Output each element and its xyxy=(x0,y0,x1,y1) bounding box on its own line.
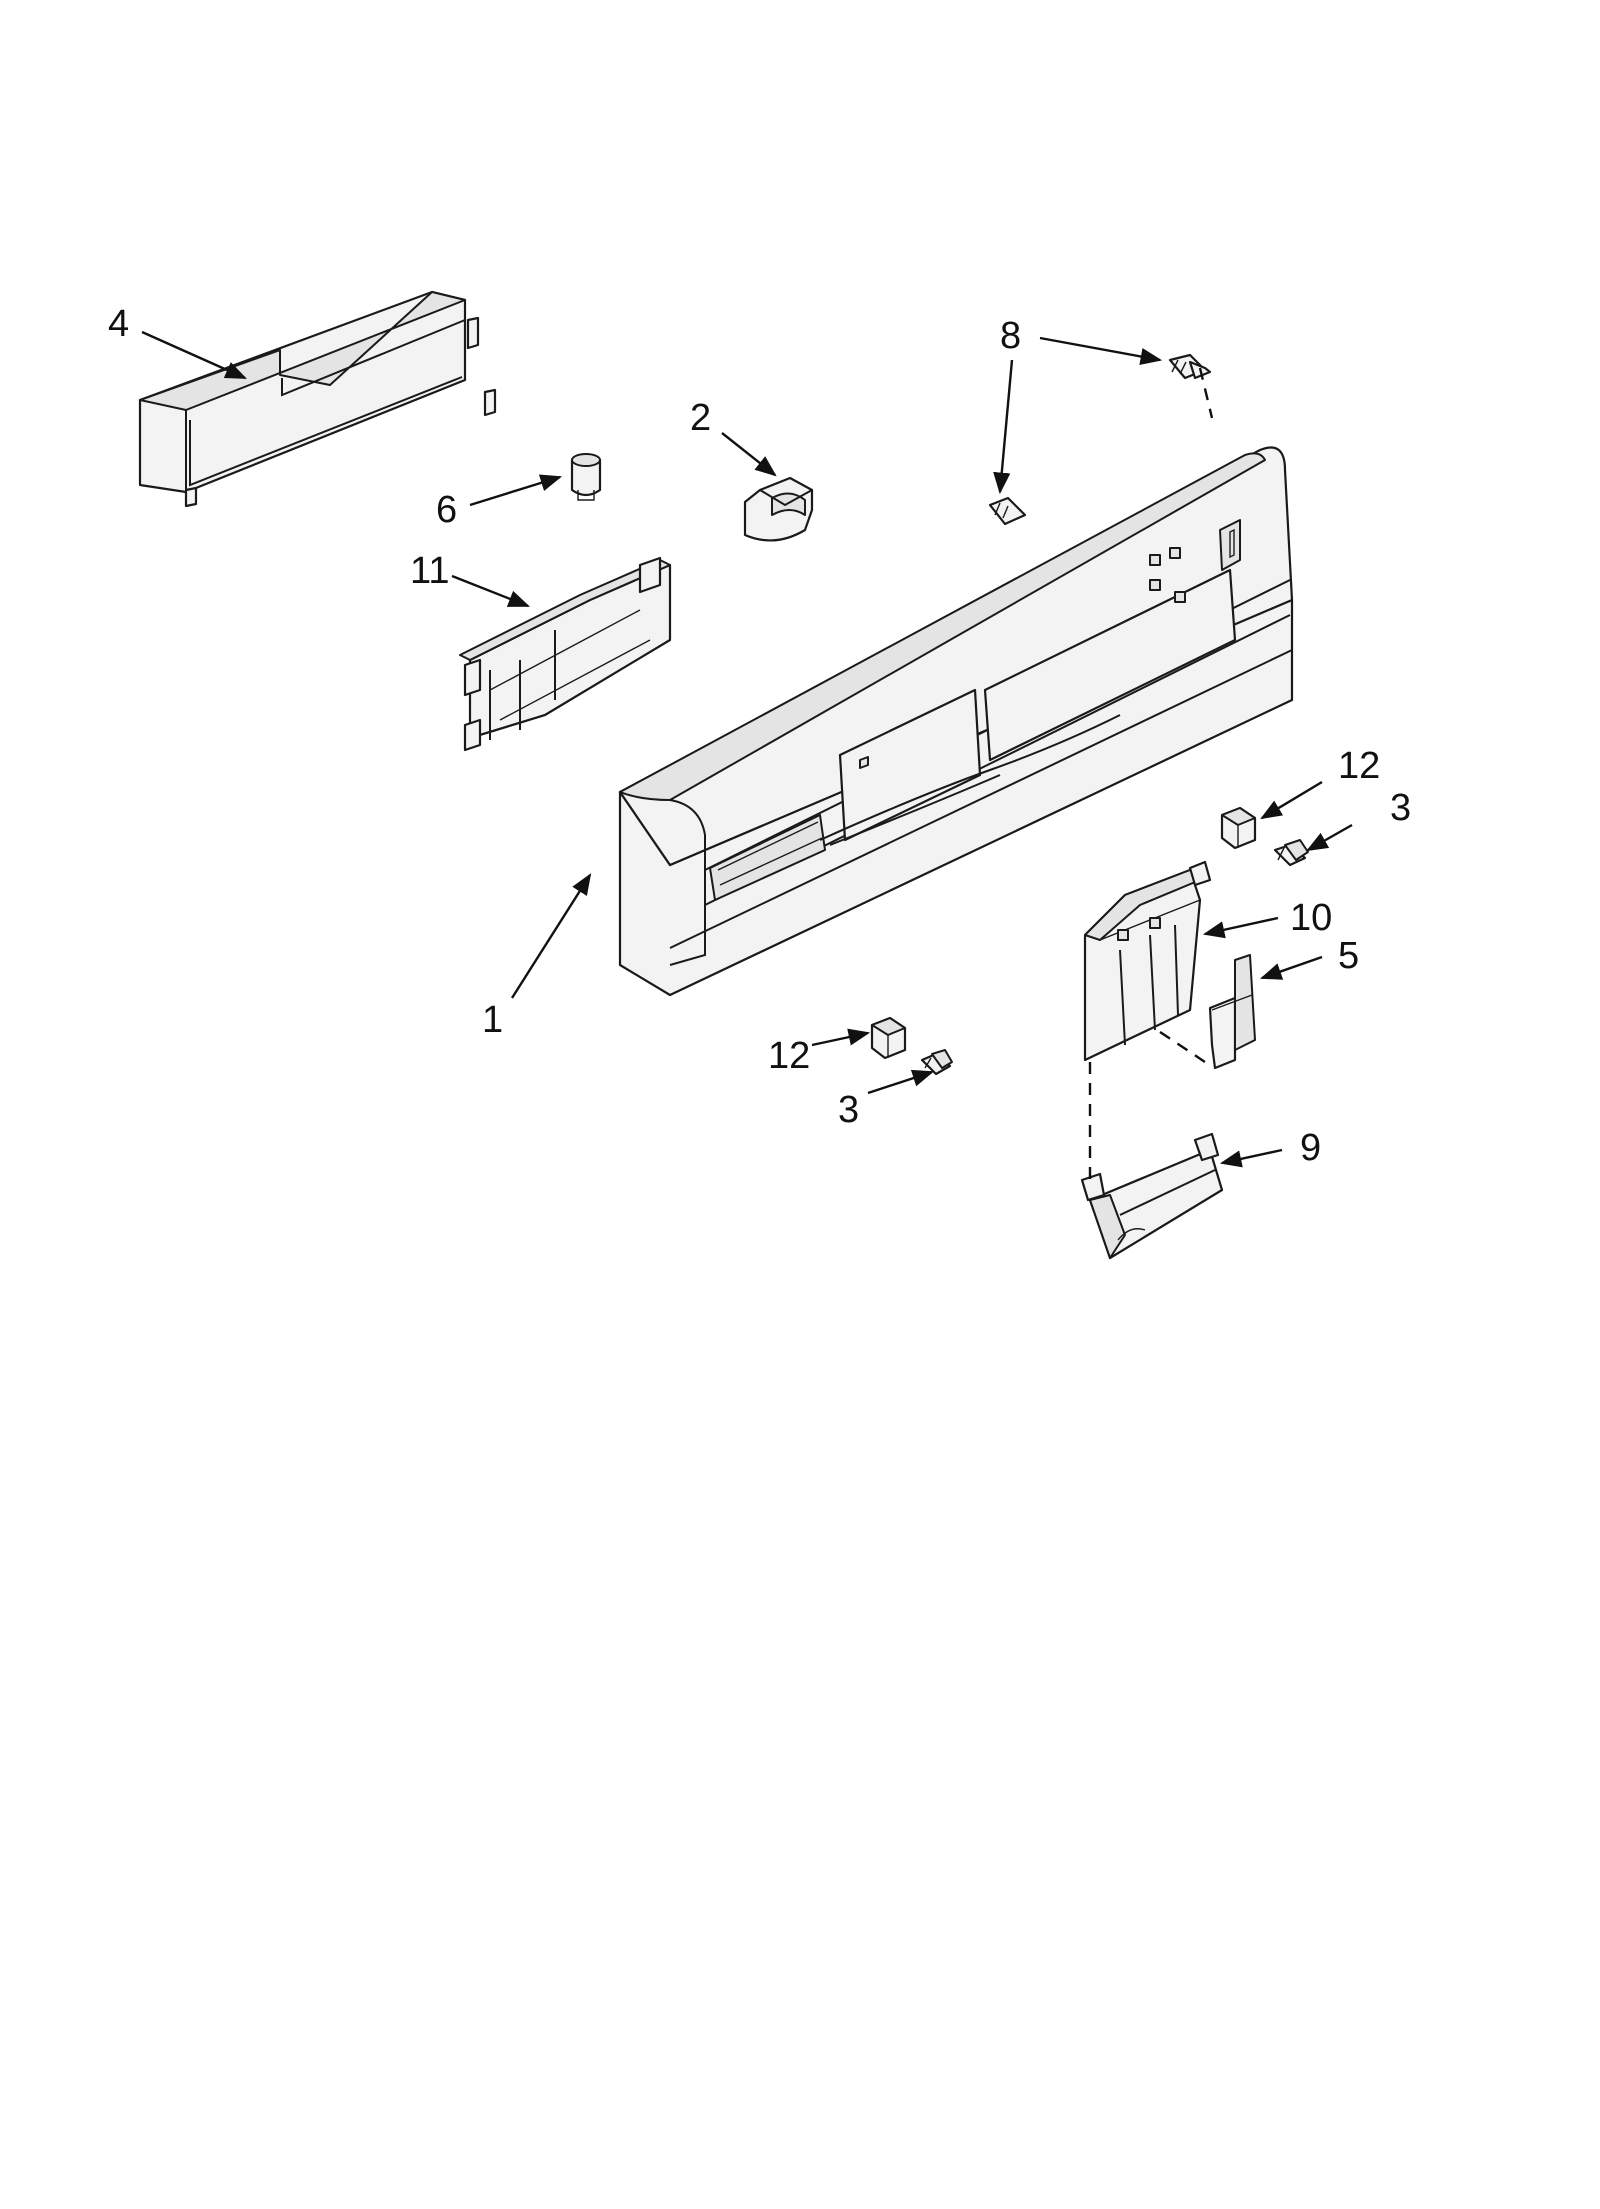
leader-1 xyxy=(510,873,592,999)
callout-4: 4 xyxy=(108,303,129,345)
leader-10 xyxy=(1202,916,1279,939)
callout-12-lower: 12 xyxy=(768,1035,810,1077)
callout-8: 8 xyxy=(1000,315,1021,357)
part-8-screw-upper xyxy=(1168,353,1212,380)
part-9-lower-bracket xyxy=(1080,1132,1224,1260)
leader-4 xyxy=(141,330,247,380)
callout-3-upper: 3 xyxy=(1390,787,1411,829)
callout-6: 6 xyxy=(436,489,457,531)
leader-lines xyxy=(141,330,1353,1180)
callout-9: 9 xyxy=(1300,1127,1321,1169)
part-2-clip xyxy=(743,476,814,542)
callout-11: 11 xyxy=(410,550,449,592)
leader-12a xyxy=(1260,780,1323,820)
part-4-console-cover xyxy=(138,290,497,508)
part-12-switch-lower xyxy=(870,1016,907,1060)
leader-6 xyxy=(469,474,563,507)
leader-8a xyxy=(1039,336,1163,365)
part-3-screw-lower xyxy=(920,1049,953,1076)
leader-11 xyxy=(451,574,531,608)
leader-2 xyxy=(721,432,777,477)
callout-10: 10 xyxy=(1290,897,1332,939)
part-11-control-board xyxy=(459,556,672,752)
leader-8-dash xyxy=(1198,367,1214,419)
callout-2: 2 xyxy=(690,397,711,439)
part-3-screw-upper xyxy=(1273,839,1309,867)
leader-3b xyxy=(867,1069,935,1095)
part-6-cap xyxy=(570,453,602,501)
callout-1: 1 xyxy=(482,999,503,1041)
assembly-guide-dash-2 xyxy=(1159,1031,1206,1063)
leader-9 xyxy=(1219,1148,1283,1168)
part-10-bracket xyxy=(1083,860,1212,1062)
part-5-latch xyxy=(1208,954,1256,1070)
callout-5: 5 xyxy=(1338,935,1359,977)
leader-3a xyxy=(1306,823,1353,852)
part-12-switch-upper xyxy=(1220,806,1257,850)
callout-12-upper: 12 xyxy=(1338,745,1380,787)
leader-8b xyxy=(993,359,1014,495)
leader-5 xyxy=(1259,955,1323,980)
callouts: 4 6 11 2 8 1 12 3 10 5 12 3 9 xyxy=(108,303,1411,1169)
part-8-screw-lower xyxy=(988,496,1027,526)
callout-3-lower: 3 xyxy=(838,1089,859,1131)
part-1-control-panel xyxy=(618,446,1294,997)
leader-12b xyxy=(811,1028,871,1047)
